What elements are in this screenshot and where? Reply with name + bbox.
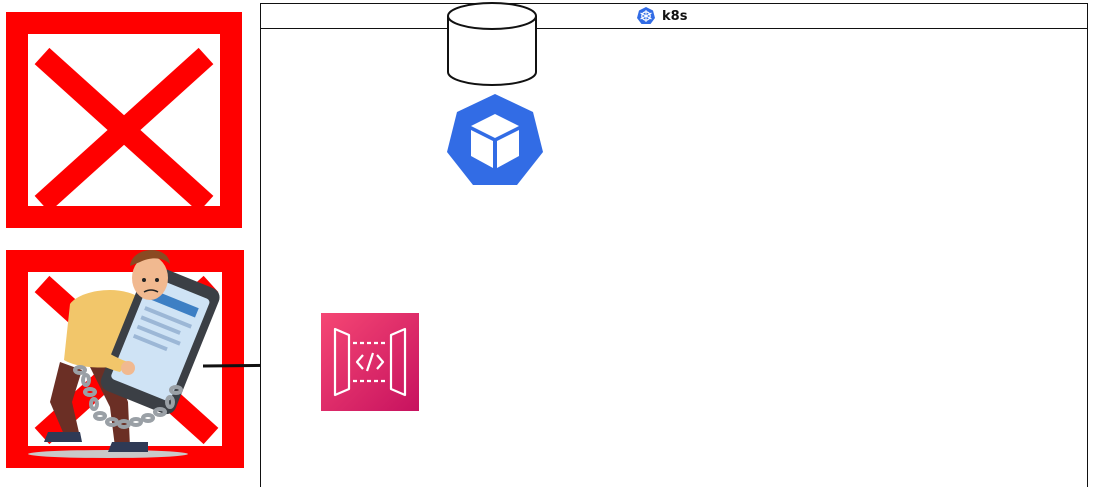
cluster-title: k8s bbox=[636, 6, 687, 26]
kubernetes-cube-icon bbox=[447, 94, 543, 185]
rejected-option-top bbox=[6, 12, 242, 228]
chained-developer-illustration bbox=[28, 249, 220, 458]
kubernetes-helm-icon bbox=[637, 7, 655, 24]
red-x-icon bbox=[34, 47, 214, 213]
api-gateway-glyph bbox=[333, 327, 407, 397]
api-gateway-icon bbox=[321, 313, 419, 411]
database-cylinder-icon bbox=[447, 2, 537, 86]
cluster-title-label: k8s bbox=[662, 8, 688, 24]
cluster-header-divider bbox=[261, 28, 1087, 29]
k8s-cluster-frame: k8s bbox=[260, 3, 1088, 487]
